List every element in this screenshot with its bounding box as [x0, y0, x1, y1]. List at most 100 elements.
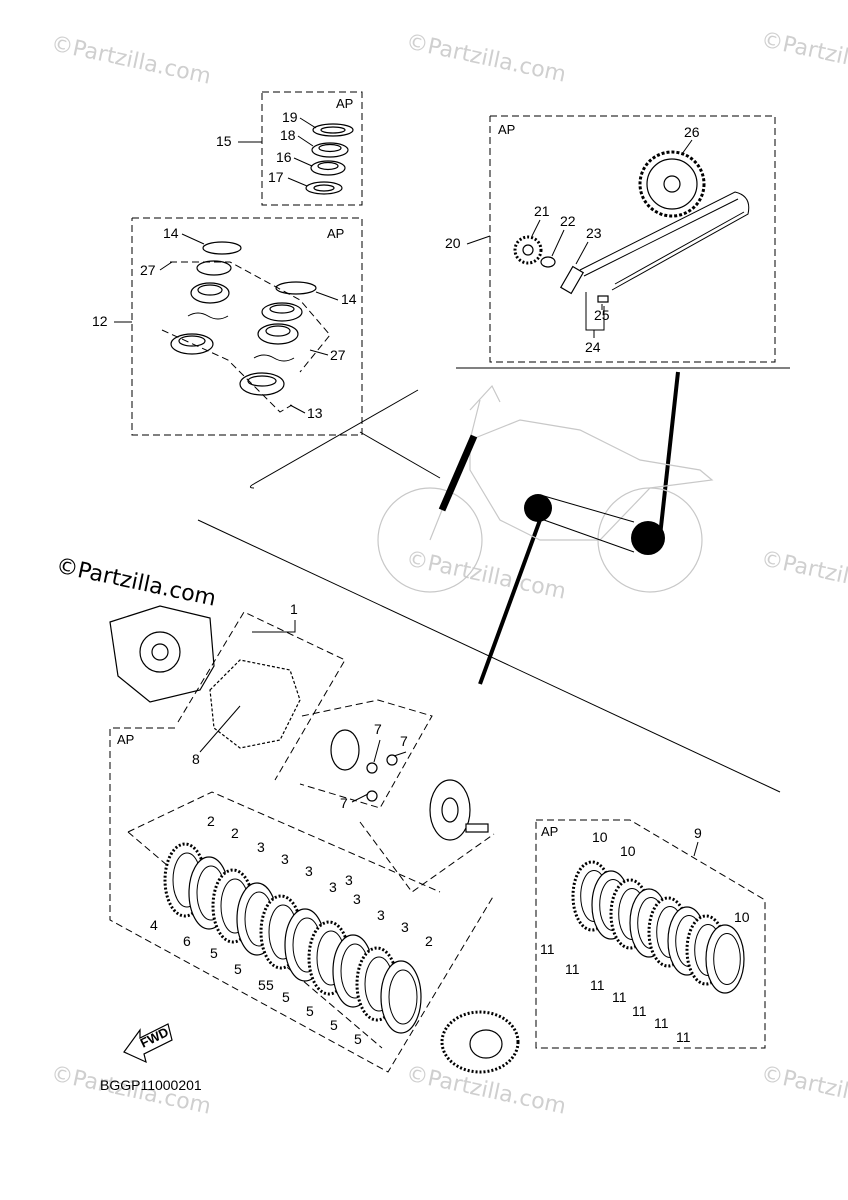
callout-10b: 10 [620, 843, 636, 859]
part-23-nut [559, 265, 585, 295]
callout-25: 25 [594, 307, 610, 323]
group-9-box [535, 819, 766, 1049]
callout-24: 24 [585, 339, 601, 355]
callout-3b: 3 [281, 851, 289, 867]
bike-frame [429, 399, 714, 541]
watermark-main: ©Partzilla.com [54, 553, 218, 611]
callout-22: 22 [560, 213, 576, 229]
callout-7a: 7 [374, 721, 382, 737]
part-25-link [597, 295, 609, 303]
callout-5g: 5 [354, 1031, 362, 1047]
group-12-box [131, 217, 363, 436]
callout-2c: 2 [425, 933, 433, 949]
part-24-chain [579, 191, 750, 291]
callout-26: 26 [684, 124, 700, 140]
callout-6: 6 [183, 933, 191, 949]
clutch-ap-box [109, 727, 495, 1073]
group-12-label: 12 [92, 313, 108, 329]
clutch-plates-group: AP 2 2 2 3 3 3 3 3 3 3 3 4 6 5 5 5 5 5 5… [109, 727, 520, 1074]
callout-2a: 2 [207, 813, 215, 829]
callout-2b: 2 [231, 825, 239, 841]
kit-plate-stack [571, 860, 745, 994]
callout-5c: 5 [258, 977, 266, 993]
group-12: AP 12 14 14 27 27 13 [92, 217, 363, 436]
callout-14a: 14 [163, 225, 179, 241]
callout-5b: 5 [234, 961, 242, 977]
group-20: AP 20 26 21 22 23 25 24 [445, 115, 776, 363]
callout-11a: 11 [540, 941, 555, 957]
part-22-washer [540, 256, 556, 268]
callout-3f: 3 [377, 907, 385, 923]
callout-10c: 10 [734, 909, 750, 925]
part-14-oring-b [275, 281, 317, 295]
watermark-8: ©Partzilla.com [759, 1061, 848, 1119]
callout-5f: 5 [330, 1017, 338, 1033]
callout-11b: 11 [565, 961, 580, 977]
callout-8: 8 [192, 751, 200, 767]
callout-18: 18 [280, 127, 296, 143]
clutch-cover-group: 1 8 7 7 7 [109, 601, 495, 893]
group-9: AP 9 10 10 10 11 11 11 11 11 11 11 [535, 819, 766, 1049]
diagram-code: BGGP11000201 [100, 1077, 202, 1093]
callout-13: 13 [307, 405, 323, 421]
callout-3d: 3 [329, 879, 337, 895]
callout-4: 4 [150, 917, 158, 933]
callout-21: 21 [534, 203, 550, 219]
group-12-ap: AP [327, 226, 344, 241]
callout-17: 17 [268, 169, 284, 185]
callout-3g: 3 [401, 919, 409, 935]
section-leaders [197, 367, 790, 793]
callout-27a: 27 [140, 262, 156, 278]
callout-5e: 5 [306, 1003, 314, 1019]
part-8-gasket [209, 659, 301, 749]
callout-23: 23 [586, 225, 602, 241]
front-sprocket-highlight [524, 494, 552, 522]
callout-7c: 7 [340, 795, 348, 811]
callout-11g: 11 [676, 1029, 691, 1045]
watermark-1: ©Partzilla.com [49, 31, 213, 89]
group-15-box [261, 91, 363, 206]
front-wheel [377, 487, 483, 593]
group-20-box [489, 115, 776, 363]
watermark-3: ©Partzilla.com [759, 27, 848, 85]
callout-3a: 3 [257, 839, 265, 855]
callout-10a: 10 [592, 829, 608, 845]
callout-11e: 11 [632, 1003, 647, 1019]
callout-5d: 5 [282, 989, 290, 1005]
front-fork-highlight [438, 434, 478, 512]
callout-16: 16 [276, 149, 292, 165]
part-spacer-a [187, 312, 229, 320]
group-15-label: 15 [216, 133, 232, 149]
callout-3e: 3 [353, 891, 361, 907]
pressure-plate [330, 729, 360, 771]
callout-19: 19 [282, 109, 298, 125]
watermark-2: ©Partzilla.com [404, 29, 568, 87]
group-clutch-ap: AP [117, 732, 134, 747]
part-spacer-b [253, 354, 295, 362]
rear-sprocket-highlight [631, 521, 665, 555]
fwd-indicator: FWD [123, 1023, 173, 1064]
callout-14b: 14 [341, 291, 357, 307]
clutch-plate [380, 960, 422, 1034]
part-14-oring-a [202, 241, 242, 255]
part-bearing-a [196, 260, 232, 276]
fwd-arrow-icon [123, 1023, 173, 1064]
callout-11d: 11 [612, 989, 627, 1005]
callout-11f: 11 [654, 1015, 669, 1031]
callout-7b: 7 [400, 733, 408, 749]
pushrod [465, 823, 489, 833]
callout-27b: 27 [330, 347, 346, 363]
group-9-label: 9 [694, 825, 702, 841]
group-20-ap: AP [498, 122, 515, 137]
motorcycle-silhouette [377, 384, 714, 593]
callout-5h: 5 [266, 977, 274, 993]
group-9-ap: AP [541, 824, 558, 839]
plate-stack [163, 842, 422, 1034]
group-15: AP 15 19 18 16 17 [216, 91, 363, 206]
kit-plate [705, 924, 745, 994]
callout-11c: 11 [590, 977, 605, 993]
watermark-4: ©Partzilla.com [404, 546, 568, 604]
group-20-label: 20 [445, 235, 461, 251]
